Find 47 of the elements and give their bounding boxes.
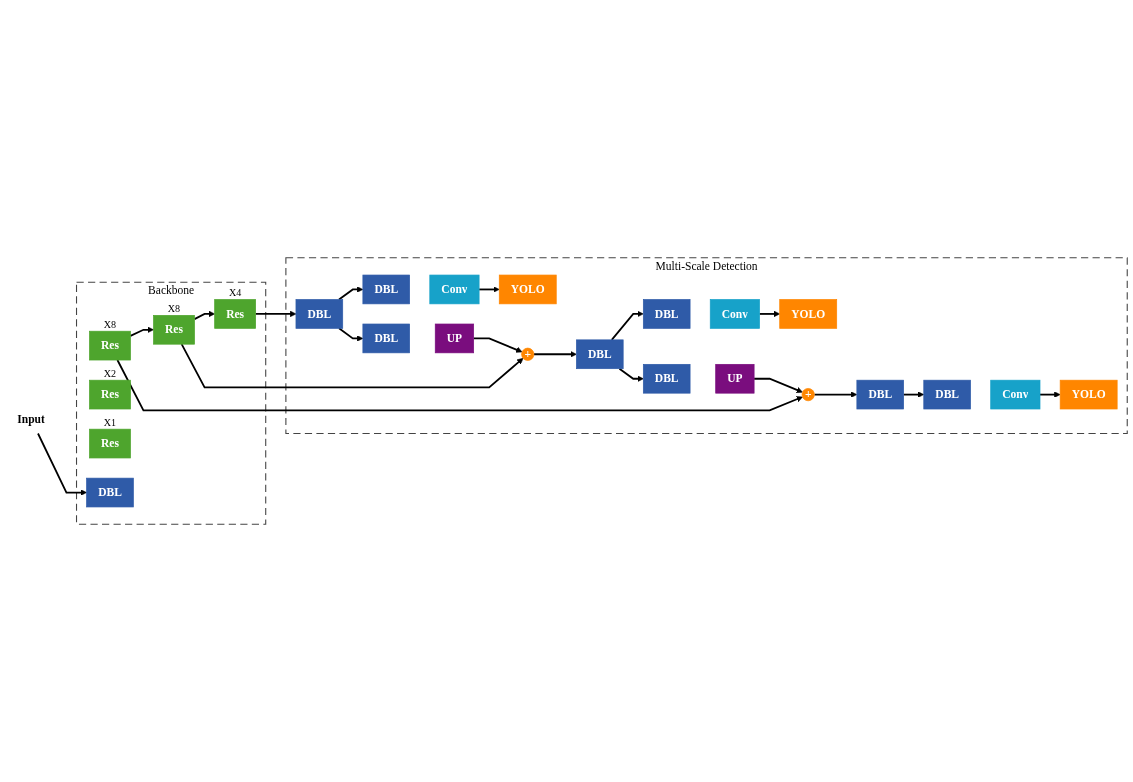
node-text: Input	[17, 412, 45, 425]
repeat-count: X4	[229, 286, 242, 298]
arrow	[116, 359, 803, 412]
arrow	[758, 310, 780, 318]
node-box: DBL	[923, 379, 971, 410]
arrow	[254, 310, 297, 318]
arrow	[472, 337, 523, 353]
arrow	[129, 326, 154, 337]
node-box: Res	[89, 428, 131, 459]
node-box: Conv	[709, 299, 760, 329]
node-box: Res	[89, 379, 131, 410]
node-box: DBL	[362, 323, 410, 354]
arrow	[610, 310, 644, 341]
node-box: DBL	[576, 339, 624, 370]
node-box: UP	[434, 323, 474, 354]
arrow	[902, 391, 925, 398]
node-box: DBL	[642, 364, 691, 394]
arrow	[618, 367, 644, 382]
node-box: Res	[153, 315, 195, 345]
node-box: Res	[89, 330, 131, 361]
node-box: DBL	[642, 299, 691, 329]
node-box: DBL	[856, 379, 904, 410]
arrow	[193, 310, 215, 321]
arrow	[533, 351, 577, 358]
node-circle: +	[521, 347, 535, 361]
node-box: YOLO	[779, 299, 838, 329]
arrow	[338, 286, 364, 301]
node-box: Conv	[990, 379, 1041, 410]
node-box: DBL	[295, 299, 344, 329]
node-box: Res	[214, 299, 256, 329]
node-box: DBL	[86, 477, 134, 508]
arrow	[338, 327, 364, 342]
repeat-count: X2	[103, 367, 117, 379]
node-box: YOLO	[1059, 379, 1118, 410]
repeat-count: X1	[103, 416, 117, 428]
arrow	[813, 391, 858, 398]
node-box: UP	[715, 364, 755, 394]
node-box: DBL	[362, 274, 410, 305]
arrow	[1039, 391, 1061, 398]
repeat-count: X8	[103, 318, 117, 330]
node-box: YOLO	[498, 274, 557, 305]
node-circle: +	[801, 388, 815, 402]
repeat-count: X8	[167, 302, 181, 314]
node-box: Conv	[429, 274, 480, 305]
arrow	[753, 377, 803, 393]
arrow	[180, 343, 524, 389]
arrow	[37, 432, 87, 496]
